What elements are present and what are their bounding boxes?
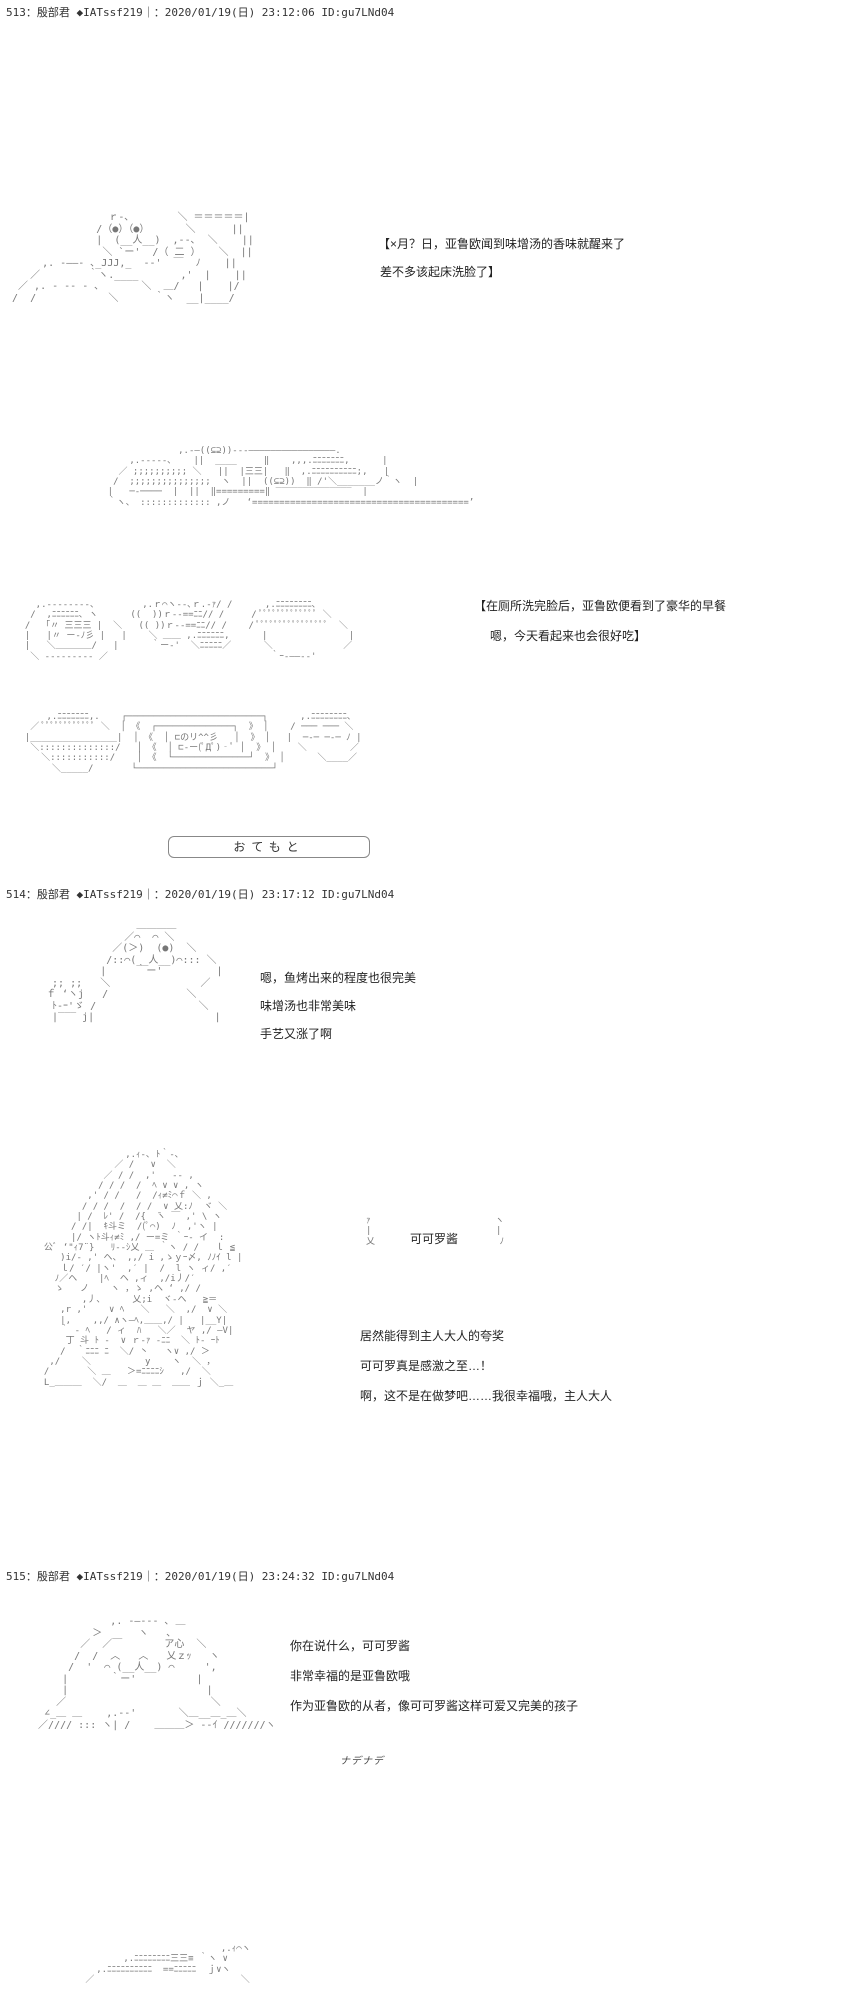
post-header-514: 514：殷部君 ◆IATssf219｜：2020/01/19(日) 23:17:… <box>6 888 395 901</box>
narration-line: 嗯，今天看起来也会很好吃】 <box>490 629 647 643</box>
ascii-art-continued: ,.ｨ⌒ヽ ,.ﾆﾆﾆﾆﾆﾆﾆﾆ三三≡ ｀ヽ ∨ ,.ﾆﾆﾆﾆﾆﾆﾆﾆﾆﾆ ==… <box>85 1944 251 1986</box>
speaker-name-label: 可可罗酱 <box>410 1232 459 1246</box>
ascii-art-sleeping-character: ｒ‐､ ＼ ＝＝＝＝＝| /（●）（●） ＼ || | (__人__) ,-‐､… <box>12 212 254 304</box>
chopstick-wrapper-label: おてもと <box>168 836 370 858</box>
post-header-513: 513：殷部君 ◆IATssf219｜：2020/01/19(日) 23:12:… <box>6 6 395 19</box>
dialogue-line: 可可罗真是感激之至…！ <box>360 1359 493 1373</box>
dialogue-line: 非常幸福的是亚鲁欧哦 <box>290 1669 411 1683</box>
dialogue-line: 味增汤也非常美味 <box>260 999 357 1013</box>
ascii-art-kokoro-character: ,.ｨ‐､ ﾄ｀‐､ ／ / ∨ ＼ ／ / / ,' ‐- , / / / /… <box>43 1150 243 1388</box>
dialogue-line: 手艺又涨了啊 <box>260 1027 333 1041</box>
name-box-frame: ｧ ヽ | | 乂 ﾉ <box>366 1216 505 1247</box>
dialogue-line: 作为亚鲁欧的从者，像可可罗酱这样可爱又完美的孩子 <box>290 1699 579 1713</box>
narration-line: 【在厕所洗完脸后，亚鲁欧便看到了豪华的早餐 <box>474 599 727 613</box>
ascii-art-breakfast-top: ,.‐―((⊆⊇))‐‐‐――――――――――――――――. ,.-‐‐‐‐､ … <box>107 446 475 508</box>
narration-line: 【×月？日，亚鲁欧闻到味增汤的香味就醒来了 <box>378 237 626 251</box>
narration-line: 差不多该起床洗脸了】 <box>380 265 501 279</box>
ascii-art-breakfast-bottom: ,.ﾆﾆﾆﾆﾆﾆﾆ,. ┌─────────────────────────┐ … <box>24 712 362 774</box>
ascii-art-yaruo-eating: ＿＿＿＿ ／⌒ ⌒ ＼ ／(＞) (●) ＼ /::⌒(__人__)⌒::: ＼… <box>46 920 223 1023</box>
dialogue-line: 啊，这不是在做梦吧……我很幸福哦，主人大人 <box>360 1389 613 1403</box>
dialogue-line: 居然能得到主人大人的夸奖 <box>360 1329 505 1343</box>
dialogue-line: 嗯，鱼烤出来的程度也很完美 <box>260 971 417 985</box>
ascii-art-yaruo-headpat: ,. ‐―‐‐- ､ ＿ ＞ ヽ ､ ／ ／￣ ア心 ＼ / / ︿ ︿ 乂ｚｯ… <box>38 1616 276 1731</box>
ascii-art-breakfast-middle: ,.-‐‐‐‐‐‐-、 ,.ｒ⌒ヽ‐-､ｒ.-ｧ/ / ,.ﾆﾆﾆﾆﾆﾆﾆﾆ､ … <box>24 600 355 662</box>
dialogue-line: 你在说什么，可可罗酱 <box>290 1639 411 1653</box>
sound-effect-label: ナデナデ <box>340 1756 384 1767</box>
post-header-515: 515：殷部君 ◆IATssf219｜：2020/01/19(日) 23:24:… <box>6 1570 395 1583</box>
